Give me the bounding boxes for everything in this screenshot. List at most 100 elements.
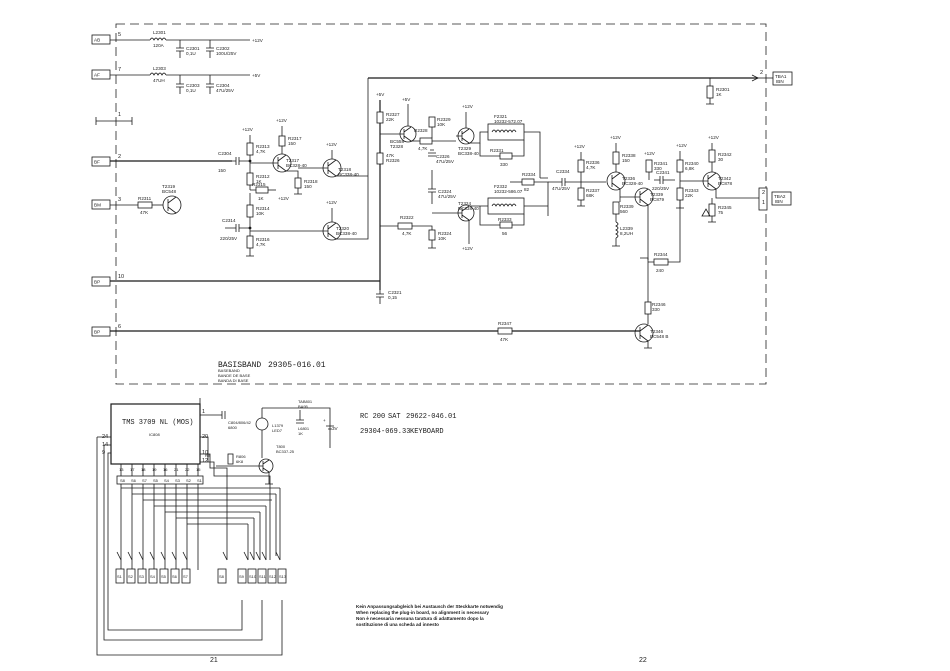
capacitor-c2326 xyxy=(428,149,436,157)
svg-text:C2301: C2301 xyxy=(186,46,200,51)
svg-text:R2313: R2313 xyxy=(256,144,270,149)
svg-text:BANDE DE BASE: BANDE DE BASE xyxy=(218,373,251,378)
svg-text:F2321: F2321 xyxy=(494,114,507,119)
svg-text:C2304: C2304 xyxy=(216,83,230,88)
svg-text:100U/25V: 100U/25V xyxy=(216,51,237,56)
capacitor-l6801 xyxy=(296,419,304,424)
svg-text:6: 6 xyxy=(118,324,121,330)
svg-text:T2319: T2319 xyxy=(162,184,175,189)
svg-text:47UH: 47UH xyxy=(153,78,165,83)
svg-text:+12V: +12V xyxy=(644,151,656,156)
svg-text:220/25V: 220/25V xyxy=(220,236,238,241)
svg-text:S2: S2 xyxy=(128,574,134,579)
basisband-frame-border xyxy=(115,23,767,385)
svg-text:19: 19 xyxy=(152,467,157,472)
svg-text:3: 3 xyxy=(118,197,121,203)
svg-text:S10: S10 xyxy=(249,574,257,579)
svg-text:BA95: BA95 xyxy=(298,404,309,409)
svg-text:47K: 47K xyxy=(140,210,149,215)
svg-text:T2320: T2320 xyxy=(336,226,349,231)
svg-text:T2318: T2318 xyxy=(338,167,351,172)
ic-tms3709 xyxy=(110,403,201,465)
svg-text:+12V: +12V xyxy=(676,143,688,148)
svg-text:+5V: +5V xyxy=(402,97,411,102)
svg-text:S5: S5 xyxy=(161,574,167,579)
svg-text:L1379: L1379 xyxy=(272,423,284,428)
svg-text:C804/806/42: C804/806/42 xyxy=(228,420,252,425)
svg-text:6800: 6800 xyxy=(228,425,238,430)
transistor-t2346 xyxy=(634,323,654,343)
svg-text:+12V: +12V xyxy=(276,118,288,123)
svg-text:S3: S3 xyxy=(175,478,181,483)
svg-text:S6: S6 xyxy=(172,574,178,579)
resistor-r2301 xyxy=(706,85,714,99)
resistor-r2327 xyxy=(376,111,384,124)
svg-text:R2314: R2314 xyxy=(256,206,270,211)
svg-text:R2343: R2343 xyxy=(685,188,699,193)
svg-text:2: 2 xyxy=(762,190,765,196)
svg-text:+12V: +12V xyxy=(610,135,622,140)
svg-text:R2327: R2327 xyxy=(386,112,400,117)
svg-text:330: 330 xyxy=(652,307,660,312)
svg-text:10K: 10K xyxy=(437,122,446,127)
svg-text:10: 10 xyxy=(118,274,124,280)
connector-af: AF 7 xyxy=(91,67,121,80)
svg-text:AB: AB xyxy=(94,38,100,43)
resistor-r2333 xyxy=(499,221,513,229)
svg-text:R2318: R2318 xyxy=(304,179,318,184)
svg-text:BC558: BC558 xyxy=(390,139,404,144)
svg-text:4,7K: 4,7K xyxy=(418,146,428,151)
svg-text:S13: S13 xyxy=(279,574,287,579)
capacitor-c2301 xyxy=(176,40,184,58)
svg-text:47U/25V: 47U/25V xyxy=(438,194,457,199)
svg-text:+12V: +12V xyxy=(574,144,586,149)
svg-text:S3: S3 xyxy=(139,574,145,579)
svg-text:150: 150 xyxy=(218,168,226,173)
svg-text:R2312: R2312 xyxy=(256,174,270,179)
svg-text:18: 18 xyxy=(141,467,146,472)
resistor-r2342 xyxy=(708,149,716,163)
svg-text:C2304: C2304 xyxy=(218,151,232,156)
svg-text:56: 56 xyxy=(502,231,508,236)
svg-text:C2324: C2324 xyxy=(438,189,452,194)
svg-text:L6801: L6801 xyxy=(298,426,310,431)
resistor-r2311 xyxy=(137,201,153,209)
svg-text:T800: T800 xyxy=(276,444,286,449)
resistor-r2347 xyxy=(497,327,513,335)
svg-text:F2332: F2332 xyxy=(494,184,507,189)
resistor-r2314 xyxy=(246,204,254,218)
svg-text:IC808: IC808 xyxy=(149,432,160,437)
svg-text:S6: S6 xyxy=(131,478,137,483)
svg-text:Non è necessaria nessuna tarat: Non è necessaria nessuna taratura di ada… xyxy=(356,616,484,621)
resistor-r2340 xyxy=(676,159,684,173)
inductor-l2301 xyxy=(149,37,167,41)
basisband-code: 29305-016.01 xyxy=(268,361,326,370)
key-labels: S1 S2 S3 S4 S5 S6 S7 S8 S9 S10 S11 S12 S… xyxy=(115,568,287,584)
svg-text:+12V: +12V xyxy=(462,246,474,251)
svg-text:R2317: R2317 xyxy=(288,136,302,141)
svg-text:sostituzione di una scheda ad: sostituzione di una scheda ad innesto xyxy=(356,622,439,627)
svg-text:22: 22 xyxy=(185,467,190,472)
svg-text:13: 13 xyxy=(119,467,124,472)
resistor-r2331 xyxy=(499,152,513,160)
svg-text:KEYBOARD: KEYBOARD xyxy=(410,428,444,436)
svg-text:L2301: L2301 xyxy=(153,30,166,35)
svg-text:R2324: R2324 xyxy=(438,231,452,236)
svg-text:R2339: R2339 xyxy=(620,204,634,209)
svg-text:68K: 68K xyxy=(586,193,595,198)
svg-text:Kein Anpassungsabgleich bei Au: Kein Anpassungsabgleich bei Austausch de… xyxy=(356,604,503,609)
svg-text:R2334: R2334 xyxy=(522,172,536,177)
svg-text:T2324: T2324 xyxy=(458,201,471,206)
transistor-t2319 xyxy=(162,195,182,215)
svg-text:C2326: C2326 xyxy=(436,154,450,159)
svg-text:BC338-40: BC338-40 xyxy=(338,172,359,177)
svg-text:R2346: R2346 xyxy=(652,302,666,307)
connector-tba1: TBA1 IBN 2 xyxy=(760,70,793,86)
svg-text:0,1U: 0,1U xyxy=(186,51,196,56)
capacitor-c2341 xyxy=(648,172,675,184)
transistor-t2336 xyxy=(606,171,626,191)
svg-text:S8: S8 xyxy=(120,478,126,483)
svg-text:R2344: R2344 xyxy=(654,252,668,257)
svg-text:R2316: R2316 xyxy=(256,237,270,242)
